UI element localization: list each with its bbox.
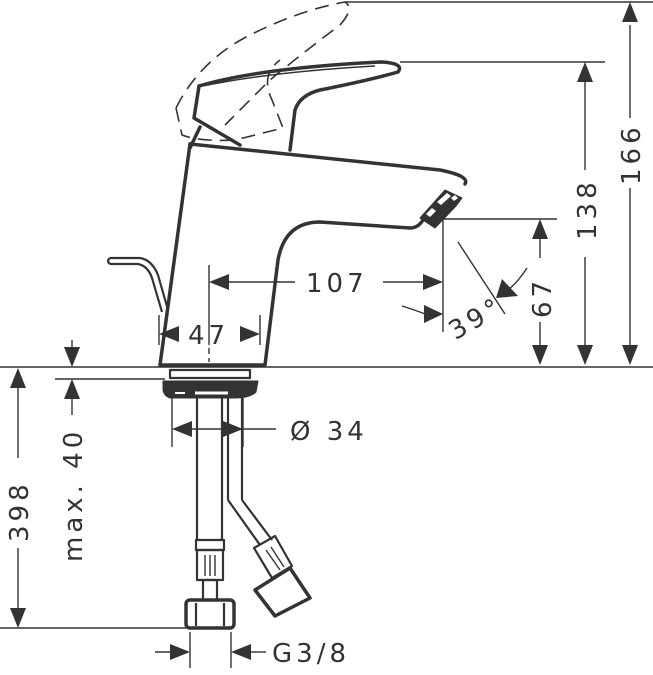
svg-text:Ø 34: Ø 34 (290, 417, 368, 447)
supply-hoses (184, 398, 312, 630)
svg-text:39°: 39° (444, 291, 509, 346)
dim-body-width: 47 (158, 315, 261, 362)
svg-text:138: 138 (573, 178, 603, 240)
dim-outlet-height: 67 (443, 218, 558, 365)
dim-spray-angle: 39° (401, 241, 528, 346)
dim-spout-projection: 107 (208, 219, 444, 345)
svg-text:107: 107 (306, 269, 368, 299)
svg-text:47: 47 (188, 321, 229, 351)
dim-base-diameter: Ø 34 (171, 395, 368, 447)
dim-connection-thread: G3/8 (155, 632, 350, 669)
lever-handle (188, 60, 402, 152)
dim-lever-height: 138 (400, 61, 605, 365)
svg-text:G3/8: G3/8 (272, 639, 350, 669)
popup-waste-rod (106, 256, 170, 313)
mounting-base (162, 368, 259, 399)
faucet-body (158, 142, 468, 367)
svg-text:166: 166 (617, 123, 647, 185)
svg-text:max. 40: max. 40 (59, 428, 89, 562)
svg-text:398: 398 (5, 480, 35, 542)
dim-countertop-thickness: max. 40 (55, 340, 165, 562)
dim-total-height: 166 (345, 1, 653, 365)
svg-text:67: 67 (528, 277, 558, 318)
dim-hose-length: 398 (0, 368, 186, 629)
